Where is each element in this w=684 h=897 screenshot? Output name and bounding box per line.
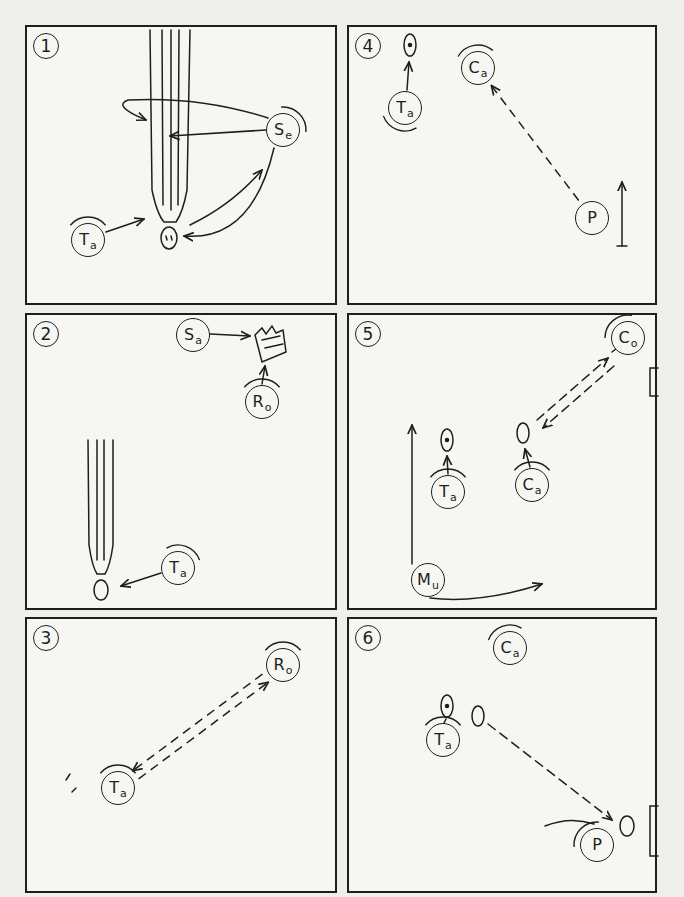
scene-panel: 4CaTaP [347,25,657,305]
lying-figure [88,440,113,600]
actor-circle: P [580,828,614,862]
actor-letter: P [592,837,602,853]
actor-subscript: o [286,665,293,676]
actor-subscript: a [120,788,127,799]
movement-connector [133,674,269,779]
panel-number: 5 [355,321,381,347]
actor-letter: C [619,330,630,346]
panel-number: 6 [355,625,381,651]
actor-subscript: o [631,338,638,349]
log [255,326,286,362]
actor-circle: Ta [71,223,105,257]
scene-panel: 3RoTa [25,617,337,893]
actor-circle: Ta [426,723,460,757]
actor-letter: S [274,122,284,138]
actor-circle: Ta [101,771,135,805]
scene-panel: 5CoCaTaMu [347,313,657,610]
actor-letter: C [501,640,512,656]
actor-subscript: a [195,335,202,346]
actor-circle: Ro [245,385,279,419]
actor-subscript: a [90,240,97,251]
actor-letter: M [417,572,431,588]
panel-number: 2 [33,321,59,347]
actor-letter: T [396,100,406,116]
actor-subscript: a [481,68,488,79]
actor-subscript: e [285,130,292,141]
actor-letter: T [439,484,449,500]
actor-circle: Ta [431,475,465,509]
panel-number: 3 [33,625,59,651]
actor-circle: Ca [493,631,527,665]
actor-subscript: a [180,568,187,579]
panel-number: 1 [33,33,59,59]
actor-letter: C [469,60,480,76]
actor-letter: C [523,477,534,493]
actor-circle: Co [611,321,645,355]
panel-number: 4 [355,33,381,59]
dashed-arrow [491,86,578,201]
actor-letter: T [434,732,444,748]
actor-circle: Ta [388,91,422,125]
actor-subscript: a [513,648,520,659]
actor-letter: T [109,780,119,796]
actor-letter: R [253,394,264,410]
lying-figure [150,30,190,249]
actor-subscript: a [535,485,542,496]
actor-letter: S [184,327,194,343]
scene-panel: 6CaTaP [347,617,657,893]
actor-circle: Sa [176,318,210,352]
scene-panel: 2SaRoTa [25,313,337,610]
movement-connector [491,86,578,201]
scene-panel: 1SeTa [25,25,337,305]
dashed-arrow [133,674,263,771]
actor-circle: Ca [461,51,495,85]
actor-letter: T [79,232,89,248]
actor-letter: R [274,657,285,673]
actor-subscript: a [445,740,452,751]
actor-letter: P [587,210,597,226]
actor-circle: Ca [515,468,549,502]
actor-circle: Ta [161,551,195,585]
actor-circle: Ro [266,648,300,682]
actor-letter: T [169,560,179,576]
actor-circle: Mu [411,563,445,597]
actor-subscript: a [450,492,457,503]
actor-circle: Se [266,113,300,147]
dashed-arrow [139,682,269,779]
actor-circle: P [575,201,609,235]
actor-subscript: u [432,580,439,591]
actor-subscript: o [265,402,272,413]
actor-subscript: a [407,108,414,119]
